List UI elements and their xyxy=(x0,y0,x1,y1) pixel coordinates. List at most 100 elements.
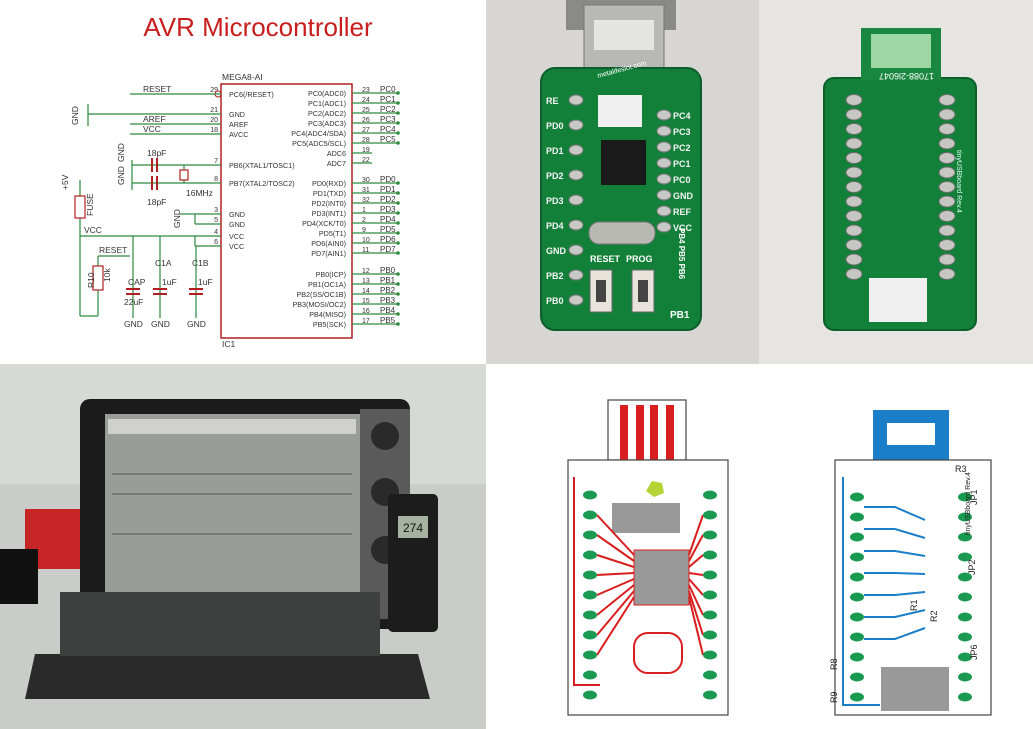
right-pin-number: 27 xyxy=(362,127,370,134)
top-trace xyxy=(596,554,635,568)
front-left-pin-label: PB0 xyxy=(546,296,564,306)
bottom-pad xyxy=(958,612,972,622)
front-pad xyxy=(656,157,672,169)
right-pin-number: 13 xyxy=(362,278,370,285)
right-pin-number: 14 xyxy=(362,288,370,295)
right-pin-name: PC3(ADC3) xyxy=(308,119,346,128)
front-pad xyxy=(656,205,672,217)
right-pin-number: 19 xyxy=(362,147,370,154)
back-pad xyxy=(938,94,956,106)
front-pad xyxy=(568,269,584,281)
front-pad xyxy=(568,294,584,306)
top-trace xyxy=(596,584,635,616)
left-pin-name: PC6(/RESET) xyxy=(229,90,274,99)
c1a-ref: C1A xyxy=(155,258,172,268)
right-pin-name: PC0(ADC0) xyxy=(308,89,346,98)
left-pin-name: VCC xyxy=(229,242,244,251)
bottom-pad xyxy=(958,552,972,562)
right-net-label: PD1 xyxy=(380,185,396,194)
net-junction xyxy=(396,131,400,135)
back-pad xyxy=(845,123,863,135)
right-net-label: PC1 xyxy=(380,95,396,104)
gnd-label-mid: GND xyxy=(172,209,182,228)
bottom-pad xyxy=(850,532,864,542)
right-pin-number: 1 xyxy=(362,207,366,214)
right-pin-number: 23 xyxy=(362,87,370,94)
bottom-pad xyxy=(850,512,864,522)
bottom-pad xyxy=(850,592,864,602)
thermometer xyxy=(388,494,438,632)
bottom-pad xyxy=(850,692,864,702)
right-pin-number: 16 xyxy=(362,308,370,315)
right-pin-number: 9 xyxy=(362,227,366,234)
left-pin-number: 6 xyxy=(214,239,218,246)
right-pin-name: PD4(XCK/T0) xyxy=(302,219,346,228)
right-pin-number: 11 xyxy=(362,247,369,254)
right-pin-name: PD3(INT1) xyxy=(312,209,346,218)
front-pad xyxy=(568,144,584,156)
right-pin-number: 10 xyxy=(362,237,370,244)
left-pin-name: VCC xyxy=(229,232,244,241)
bottom-trace xyxy=(864,627,926,640)
front-left-pin-label: PD3 xyxy=(546,196,564,206)
label-r8: R8 xyxy=(829,658,839,670)
right-pin-name: PB5(SCK) xyxy=(313,320,346,329)
front-left-pin-label: GND xyxy=(546,246,567,256)
left-pin-number: 29 xyxy=(210,87,218,94)
front-pad xyxy=(568,219,584,231)
left-pin-name: PB7(XTAL2/TOSC2) xyxy=(229,179,295,188)
front-left-pin-label: PD2 xyxy=(546,171,564,181)
back-pad xyxy=(938,253,956,266)
right-net-label: PB0 xyxy=(380,266,396,275)
top-trace xyxy=(688,590,704,636)
board-back-illustration: 17088-2l6047 tinyUSBboard Rev.4 xyxy=(759,0,1033,364)
net-junction xyxy=(396,191,400,195)
top-trace xyxy=(688,554,704,568)
net-junction xyxy=(396,181,400,185)
front-left-pin-label: PD0 xyxy=(546,121,564,131)
right-pin-name: PB4(MISO) xyxy=(309,310,346,319)
front-pad xyxy=(568,169,584,181)
left-pin-number: 21 xyxy=(210,107,218,114)
reflow-oven-illustration: 274 xyxy=(0,364,486,729)
r10-ref: R10 xyxy=(86,272,96,288)
left-pin-number: 8 xyxy=(214,176,218,183)
c1a-value: 1uF xyxy=(162,277,177,287)
back-pad xyxy=(938,108,956,121)
net-junction xyxy=(396,282,400,286)
back-pad xyxy=(938,210,956,222)
back-pad xyxy=(845,108,863,121)
back-pad xyxy=(938,166,956,179)
front-right-pin-label: PC4 xyxy=(673,111,691,121)
fuse-symbol xyxy=(74,195,86,219)
top-pad xyxy=(703,530,717,540)
top-pad xyxy=(583,630,597,640)
left-pin-name: AVCC xyxy=(229,130,248,139)
cap-ref: CAP xyxy=(128,277,146,287)
front-left-pin-label: RE xyxy=(546,96,559,106)
left-pin-name: GND xyxy=(229,210,245,219)
top-trace xyxy=(596,514,635,556)
front-pad xyxy=(568,244,584,256)
bottom-pad xyxy=(850,612,864,622)
right-pin-number: 32 xyxy=(362,197,370,204)
fuse-label: FUSE xyxy=(85,193,95,216)
top-pad xyxy=(583,530,597,540)
top-pad xyxy=(583,570,597,580)
bottom-side-label: tinyUSBboard Rev.4 xyxy=(965,472,972,535)
net-junction xyxy=(396,221,400,225)
bottom-pad xyxy=(850,672,864,682)
right-pin-name: PC2(ADC2) xyxy=(308,109,346,118)
front-right-pin-label: REF xyxy=(673,207,692,217)
net-vcc-label: VCC xyxy=(143,124,161,134)
plus5v-label: +5V xyxy=(60,174,70,190)
label-r3: R3 xyxy=(955,464,967,474)
right-net-label: PD0 xyxy=(380,175,396,184)
front-pad xyxy=(656,109,672,121)
pb-vertical-label: PB4 PB5 PB6 xyxy=(677,228,686,280)
c1b-value: 1uF xyxy=(198,277,213,287)
front-pad xyxy=(568,94,584,106)
top-pad xyxy=(583,510,597,520)
crystal-symbol xyxy=(179,169,189,181)
